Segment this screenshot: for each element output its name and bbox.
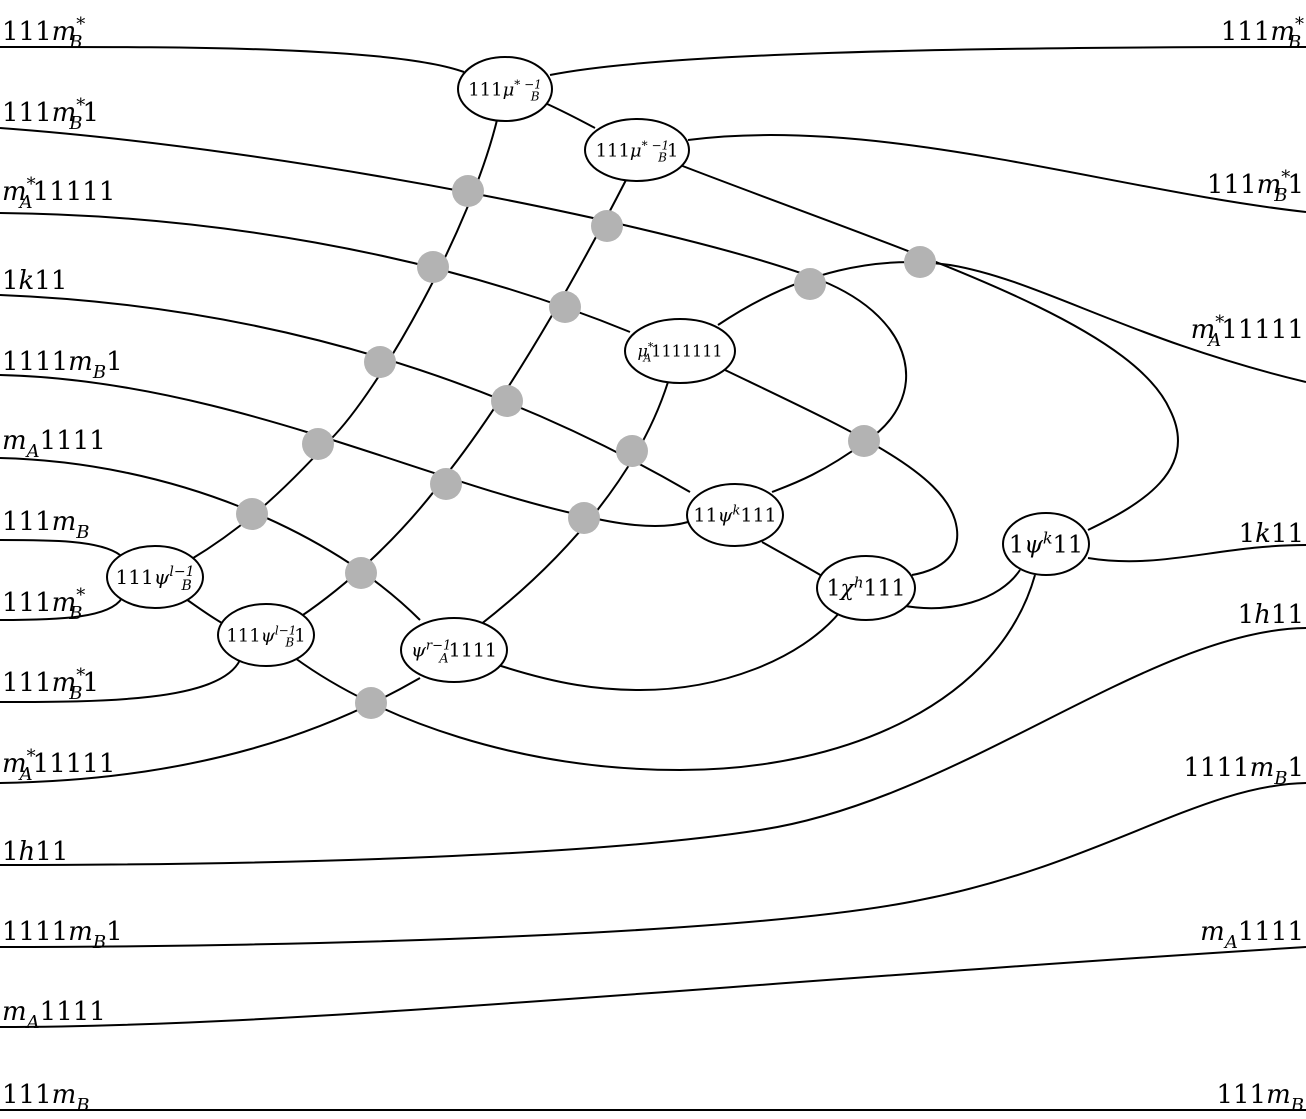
node-ellipse — [816, 555, 916, 621]
right-label-8: 111mB — [1216, 1080, 1304, 1116]
wire-n4-to-n5 — [761, 541, 823, 577]
right-label-2: 111m*B1 — [1207, 167, 1304, 206]
wire-n1-to-r1 — [549, 46, 1306, 76]
crossing-dot — [417, 251, 449, 283]
right-label-4: 1k11 — [1239, 519, 1304, 549]
node-n3: μ*A1111111 — [624, 318, 736, 384]
wire-l2-to-n5 — [0, 127, 908, 493]
wire-n2-to-r2 — [687, 134, 1306, 213]
right-label-7: mA1111 — [1200, 917, 1304, 953]
left-label-14: 111mB — [2, 1080, 90, 1116]
wire-l9-to-n8 — [0, 659, 241, 703]
wire-l7-to-n7 — [0, 539, 121, 556]
left-label-3: m*A11111 — [2, 174, 115, 213]
crossing-dot — [549, 291, 581, 323]
wire-l1-to-n1 — [0, 45, 465, 73]
left-label-4: 1k11 — [2, 266, 67, 296]
wire-l4-to-n4 — [0, 294, 691, 493]
left-label-1: 111m*B — [2, 14, 85, 53]
crossing-dot — [794, 268, 826, 300]
left-label-10: m*A11111 — [2, 746, 115, 785]
left-label-2: 111m*B1 — [2, 95, 99, 134]
wire-l13-to-r7 — [0, 946, 1306, 1028]
wire-l11-to-r5 — [0, 627, 1306, 866]
node-ellipse — [457, 56, 553, 122]
right-label-5: 1h11 — [1238, 600, 1304, 630]
wire-l12-to-r6 — [0, 782, 1306, 948]
wire-n6-to-r4 — [1087, 544, 1306, 563]
crossing-dot — [568, 502, 600, 534]
crossing-dots — [236, 175, 936, 719]
left-label-9: 111m*B1 — [2, 665, 99, 704]
node-ellipse — [400, 617, 508, 683]
right-label-1: 111m*B — [1221, 14, 1304, 53]
crossing-dot — [302, 428, 334, 460]
crossing-dot — [591, 210, 623, 242]
crossing-dot — [848, 425, 880, 457]
node-label: 11ψk111 — [693, 504, 776, 527]
node-label: 1χh111 — [826, 574, 905, 602]
left-label-12: 1111mB1 — [2, 917, 123, 953]
node-ellipse — [624, 318, 736, 384]
crossing-dot — [345, 557, 377, 589]
crossing-dot — [430, 468, 462, 500]
left-label-7: 111mB — [2, 507, 90, 543]
right-label-3: m*A11111 — [1191, 312, 1304, 351]
wire-n5-to-n6 — [899, 569, 1021, 609]
crossing-dot — [904, 246, 936, 278]
left-label-11: 1h11 — [2, 837, 68, 867]
wire-l8-to-n7 — [0, 597, 123, 621]
crossing-dot — [355, 687, 387, 719]
left-label-13: mA1111 — [2, 997, 106, 1033]
node-label: 1ψk11 — [1009, 528, 1083, 558]
left-label-5: 1111mB1 — [2, 347, 123, 383]
labels: 111m*B111m*B1m*A111111k111111mB1mA111111… — [2, 14, 1304, 1116]
wire-n8-to-n6 — [294, 574, 1036, 772]
crossing-dot — [236, 498, 268, 530]
wire-l3-to-n3 — [0, 212, 631, 333]
left-label-8: 111m*B — [2, 585, 85, 624]
node-n6: 1ψk11 — [1002, 512, 1090, 576]
wire-n1-to-n2 — [544, 102, 596, 129]
node-ellipse — [217, 603, 315, 667]
left-label-6: mA1111 — [2, 426, 106, 462]
wire-n2-to-n6 — [679, 164, 1179, 531]
crossing-dot — [491, 385, 523, 417]
wire-n3-to-n9 — [479, 381, 669, 626]
node-n4: 11ψk111 — [686, 483, 784, 547]
crossing-dot — [616, 435, 648, 467]
node-ellipse — [584, 118, 690, 182]
node-n5: 1χh111 — [816, 555, 916, 621]
crossing-dot — [452, 175, 484, 207]
wire-n3-to-n5 — [724, 369, 959, 576]
crossing-dot — [364, 346, 396, 378]
right-label-6: 1111mB1 — [1183, 753, 1304, 789]
node-ellipse — [1002, 512, 1090, 576]
node-label: μ*A1111111 — [637, 341, 722, 365]
wire-n9-to-n5 — [497, 611, 841, 692]
node-ellipse — [686, 483, 784, 547]
wire-n2-to-n8 — [299, 179, 627, 618]
node-ellipse — [106, 545, 204, 609]
